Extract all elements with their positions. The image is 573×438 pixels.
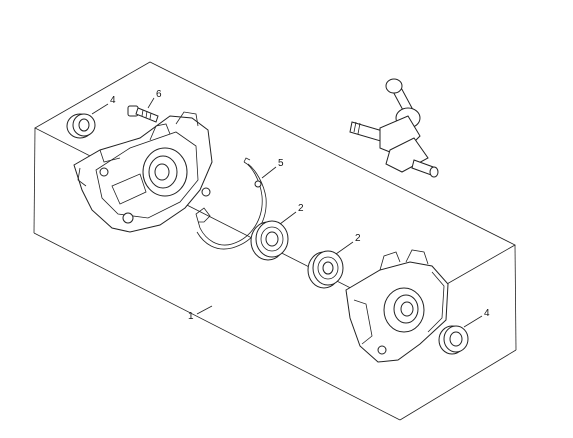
assembly-outline-bottom bbox=[33, 232, 401, 421]
callout-crankcase: 1 bbox=[188, 311, 194, 322]
callout-gasket: 5 bbox=[278, 158, 284, 169]
leader-screw bbox=[147, 97, 155, 109]
callout-screw: 6 bbox=[156, 89, 162, 100]
bearing-lower bbox=[307, 250, 344, 289]
leader-seal-bottom bbox=[463, 315, 483, 328]
leader-crankcase bbox=[196, 305, 213, 315]
crankcase-cover-part bbox=[345, 249, 449, 363]
bearing-upper bbox=[250, 220, 289, 261]
leader-seal-top bbox=[91, 103, 109, 115]
assembly-outline-bottom-right bbox=[399, 349, 517, 421]
oil-seal-top bbox=[66, 113, 96, 139]
crankcase-part bbox=[73, 111, 213, 233]
screw-part bbox=[127, 105, 159, 123]
callout-seal-bottom: 4 bbox=[484, 308, 490, 319]
assembly-outline-left bbox=[33, 127, 36, 234]
leader-gasket bbox=[261, 166, 277, 179]
callout-bearing-lower: 2 bbox=[355, 233, 361, 244]
callout-bearing-upper: 2 bbox=[298, 203, 304, 214]
assembly-outline-right bbox=[514, 244, 517, 351]
leader-bearing-lower bbox=[335, 241, 354, 255]
leader-bearing-upper bbox=[279, 211, 297, 225]
oil-seal-bottom bbox=[438, 325, 469, 355]
callout-seal-top: 4 bbox=[110, 95, 116, 106]
crankshaft-part bbox=[349, 78, 439, 178]
